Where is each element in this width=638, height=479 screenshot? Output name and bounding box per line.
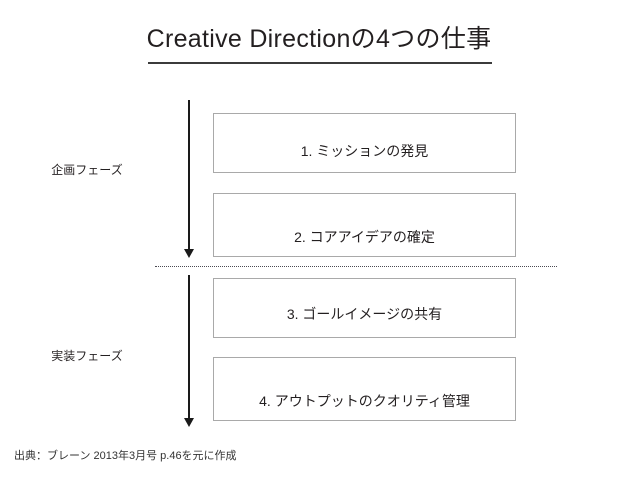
- page-title: Creative Directionの4つの仕事: [146, 25, 492, 53]
- phase-label-planning: 企画フェーズ: [51, 163, 123, 177]
- phase-label-implementation: 実装フェーズ: [51, 349, 123, 363]
- step-box-1: 1. ミッションの発見: [213, 113, 516, 173]
- down-arrow-implementation-icon: [181, 275, 196, 428]
- step-box-4-label: 4. アウトプットのクオリティ管理: [259, 393, 470, 409]
- down-arrow-planning-icon: [181, 100, 196, 258]
- step-box-2-label: 2. コアアイデアの確定: [294, 229, 435, 245]
- source-note: 出典：ブレーン 2013年3月号 p.46を元に作成: [14, 450, 237, 462]
- arrow-head: [183, 249, 194, 258]
- step-box-1-label: 1. ミッションの発見: [300, 143, 429, 159]
- step-box-3: 3. ゴールイメージの共有: [213, 278, 516, 338]
- arrow-shaft: [188, 100, 190, 250]
- step-box-2: 2. コアアイデアの確定: [213, 193, 516, 257]
- step-box-3-label: 3. ゴールイメージの共有: [286, 306, 443, 322]
- arrow-head: [183, 418, 194, 427]
- phase-divider-dotted-line: [155, 266, 557, 267]
- arrow-shaft: [188, 275, 190, 419]
- title-underline-rule: [148, 62, 492, 64]
- step-box-4: 4. アウトプットのクオリティ管理: [213, 357, 516, 421]
